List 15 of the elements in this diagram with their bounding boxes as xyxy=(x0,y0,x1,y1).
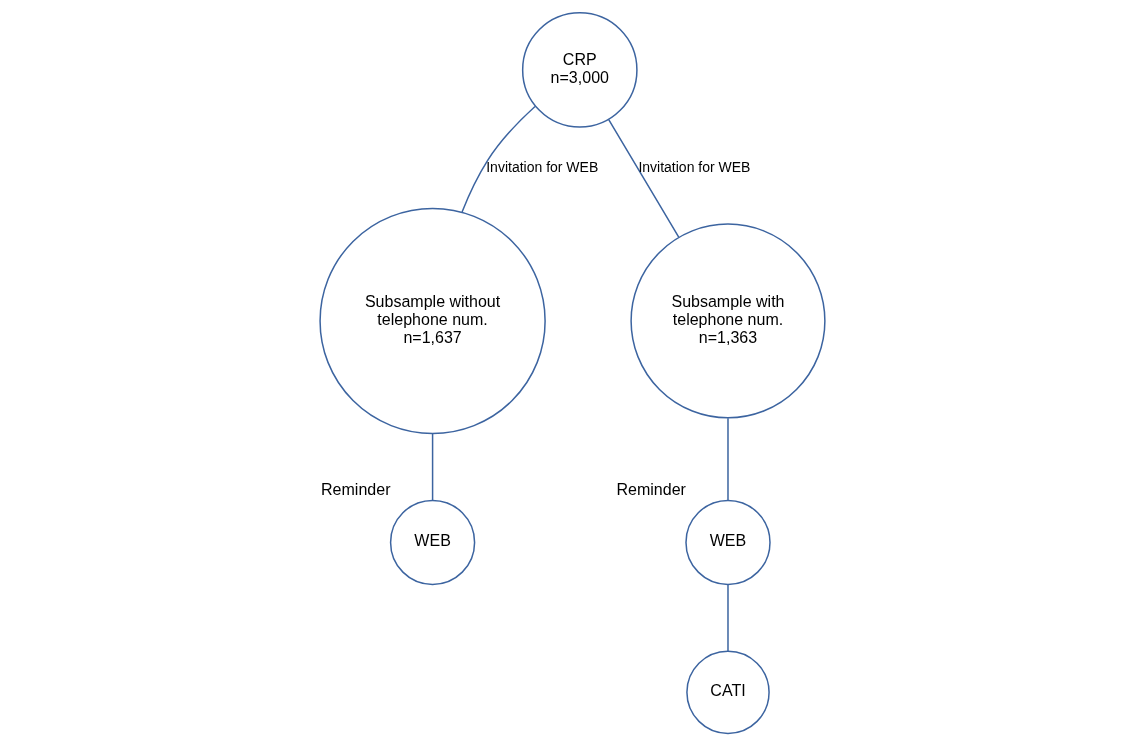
connector xyxy=(727,583,729,652)
node-circle: Subsample without telephone num. n=1,637 xyxy=(319,207,546,435)
connector xyxy=(461,105,536,213)
connector xyxy=(727,417,729,502)
node-label: Reminder xyxy=(616,480,686,499)
connector xyxy=(431,432,434,502)
node-circle: CRP n=3,000 xyxy=(521,12,638,128)
node-circle: CATI xyxy=(686,650,770,735)
node-circle: WEB xyxy=(389,499,476,586)
node-circle: WEB xyxy=(685,499,771,586)
edge-label: Invitation for WEB xyxy=(638,158,751,175)
node-label: Reminder xyxy=(321,480,391,499)
connector xyxy=(607,118,680,238)
node-circle: Subsample with telephone num. n=1,363 xyxy=(630,223,826,419)
edge-label: Invitation for WEB xyxy=(486,158,599,175)
